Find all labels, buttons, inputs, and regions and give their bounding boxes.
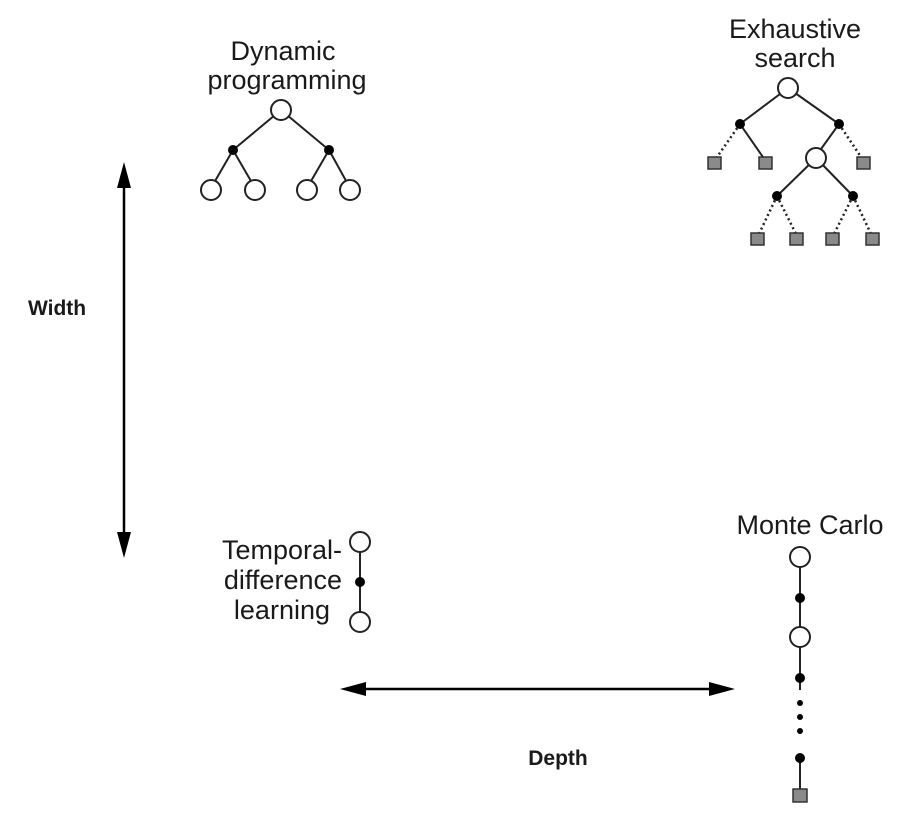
es-terminal-node [856, 156, 871, 170]
td-label-line1: Temporal- [222, 535, 342, 565]
mc-state-node [789, 626, 811, 648]
exhaustive-search-tree [707, 77, 880, 246]
dp-leaf-state [200, 179, 222, 201]
width-axis-label: Width [28, 297, 86, 320]
td-label-line3: learning [234, 595, 330, 625]
es-action-node [735, 119, 745, 129]
monte-carlo-group: Monte Carlo [736, 510, 884, 803]
mc-action-node [795, 673, 805, 683]
es-terminal-node [758, 156, 773, 170]
mc-state-node [789, 546, 811, 568]
monte-carlo-backup [789, 546, 811, 803]
es-action-node [834, 119, 844, 129]
dp-leaf-state [339, 179, 361, 201]
depth-arrow-right-icon [709, 682, 735, 696]
dp-leaf-state [244, 179, 266, 201]
width-arrow-down-icon [117, 532, 131, 558]
depth-axis: Depth [340, 682, 735, 770]
es-terminal-node [707, 156, 722, 170]
dynamic-programming-group: Dynamic programming [200, 36, 367, 201]
td-state-bottom [349, 611, 371, 633]
width-arrow-up-icon [117, 162, 131, 188]
mc-ellipsis-dot [797, 700, 803, 706]
dynamic-programming-tree [200, 99, 361, 201]
depth-axis-label: Depth [528, 747, 588, 770]
dp-root-state [270, 99, 292, 121]
exhaustive-search-label-line2: search [754, 43, 835, 73]
mc-ellipsis-dot [797, 728, 803, 734]
depth-arrow-left-icon [340, 682, 366, 696]
dp-action-node [324, 145, 334, 155]
exhaustive-search-label-line1: Exhaustive [729, 14, 861, 44]
es-action-node [772, 191, 782, 201]
td-action-node [355, 577, 365, 587]
exhaustive-search-group: Exhaustive search [707, 14, 880, 246]
temporal-difference-group: Temporal- difference learning [222, 531, 371, 633]
es-terminal-node [865, 232, 880, 246]
es-root-state [777, 77, 799, 99]
dynamic-programming-label-line1: Dynamic [230, 36, 335, 66]
es-terminal-node [789, 232, 804, 246]
mc-terminal-node [792, 788, 808, 803]
width-axis: Width [28, 162, 131, 558]
td-label-line2: difference [224, 565, 342, 595]
td-state-top [349, 531, 371, 553]
es-terminal-node [750, 232, 765, 246]
td-backup [349, 531, 371, 633]
dp-action-node [228, 145, 238, 155]
es-inner-state [805, 147, 827, 169]
es-terminal-node [825, 232, 840, 246]
mc-action-node [795, 753, 805, 763]
es-action-node [848, 191, 858, 201]
mc-ellipsis-dot [797, 714, 803, 720]
monte-carlo-label: Monte Carlo [736, 510, 883, 540]
dp-leaf-state [296, 179, 318, 201]
mc-action-node [795, 593, 805, 603]
dynamic-programming-label-line2: programming [207, 65, 366, 95]
